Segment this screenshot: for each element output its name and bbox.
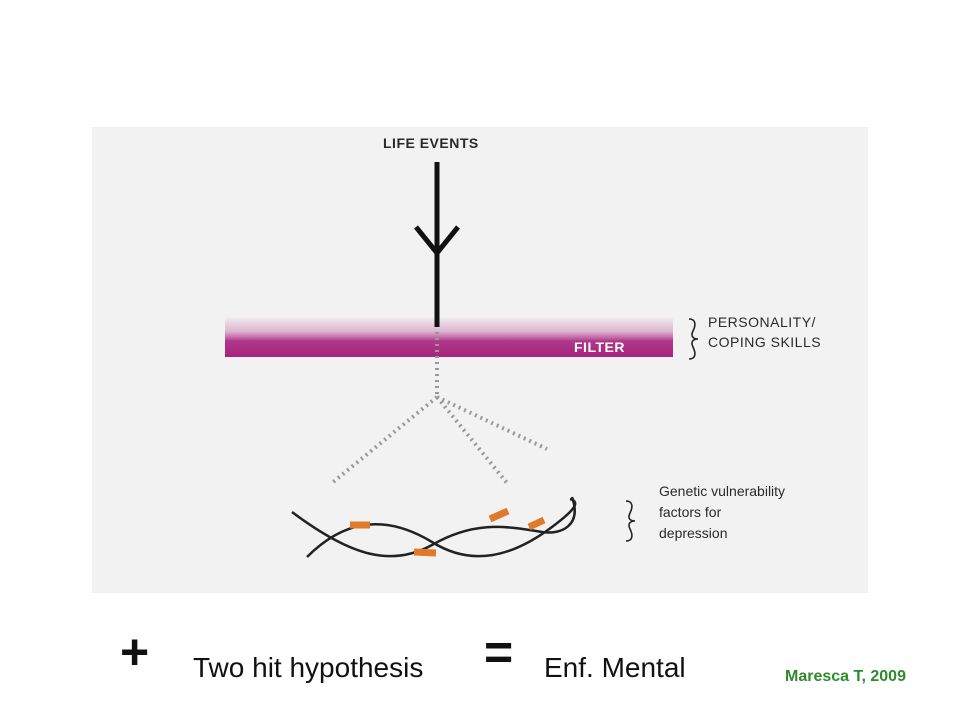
diagram-graphic (225, 162, 699, 558)
personality-brace (688, 318, 699, 360)
gene-markers (350, 507, 546, 557)
credit-text: Maresca T, 2009 (785, 668, 906, 685)
genetic-label: Genetic vulnerability factors for depres… (659, 481, 785, 544)
equals-sign: = (484, 624, 514, 680)
genetic-line: factors for (659, 504, 722, 520)
filter-label: FILTER (574, 339, 625, 355)
genetic-line: depression (659, 525, 728, 541)
personality-line: PERSONALITY/ (708, 314, 816, 330)
filter-band (225, 317, 673, 357)
footer: + Two hit hypothesis = Enf. Mental Mares… (0, 620, 960, 720)
personality-line: COPING SKILLS (708, 334, 822, 350)
life-events-arrow (414, 162, 460, 327)
result-text: Enf. Mental (544, 652, 686, 683)
plus-sign: + (120, 624, 150, 680)
diagram-figure: LIFE EVENTS FILTER PERSONALITY/ COPING S… (92, 127, 868, 593)
genetic-line: Genetic vulnerability (659, 483, 786, 499)
life-events-label: LIFE EVENTS (383, 135, 479, 151)
personality-label: PERSONALITY/ COPING SKILLS (708, 312, 821, 352)
genetic-brace (625, 500, 636, 542)
dotted-paths (330, 332, 548, 485)
hypothesis-text: Two hit hypothesis (193, 652, 424, 683)
